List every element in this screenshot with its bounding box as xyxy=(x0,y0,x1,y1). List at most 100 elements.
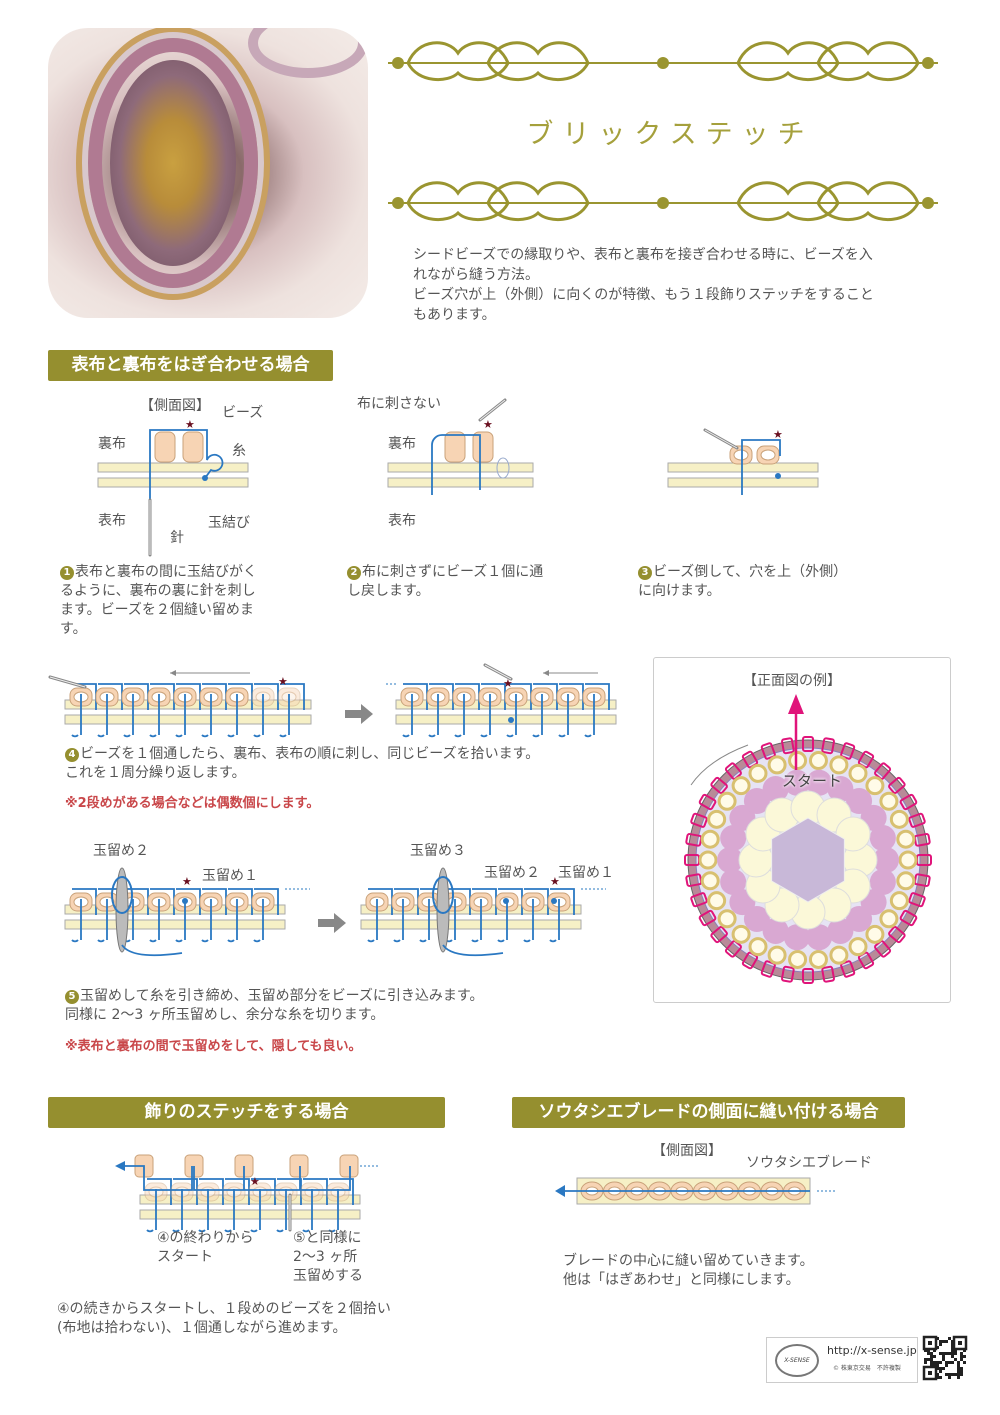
edge-bead xyxy=(710,776,728,794)
qr-module xyxy=(930,1361,933,1364)
ornament-scroll xyxy=(486,181,590,222)
pink-bead xyxy=(720,825,747,852)
knot xyxy=(508,717,514,723)
qr-module xyxy=(936,1361,939,1364)
seed-bead xyxy=(896,871,916,891)
qr-module xyxy=(957,1370,960,1373)
label-line: 玉留めする xyxy=(293,1268,363,1284)
step-number: 3 xyxy=(638,566,652,580)
seed-bead xyxy=(707,891,727,911)
thread xyxy=(250,1178,276,1233)
ornament-flower xyxy=(922,57,934,69)
qr-module xyxy=(924,1349,927,1352)
front-view-diagram xyxy=(684,694,932,984)
diagram-step2: ★ xyxy=(387,398,534,495)
qr-code[interactable] xyxy=(922,1335,968,1381)
edge-bead xyxy=(760,960,776,978)
edge-bead xyxy=(913,833,931,847)
thread xyxy=(125,1165,351,1191)
pink-bead xyxy=(869,825,896,852)
ornament-flower xyxy=(657,57,669,69)
seed-bead xyxy=(829,755,849,775)
qr-finder-center xyxy=(928,1341,932,1345)
edge-bead xyxy=(874,940,892,958)
diagram-step3: ★ xyxy=(667,428,819,495)
section-header-soutache: ソウタシエブレードの側面に縫い付ける場合 xyxy=(512,1097,905,1128)
qr-module xyxy=(936,1364,939,1367)
thread xyxy=(442,944,504,957)
arrow-head xyxy=(555,1185,565,1197)
needle xyxy=(436,867,450,953)
seed-bead xyxy=(848,763,868,783)
thread xyxy=(146,1178,172,1233)
thread xyxy=(121,944,183,957)
edge-bead xyxy=(724,940,742,958)
qr-module xyxy=(963,1349,966,1352)
qr-module xyxy=(927,1352,930,1355)
edge-bead xyxy=(840,742,856,760)
seed-bead xyxy=(808,949,828,969)
arrow-right-icon xyxy=(345,704,373,724)
front-view-box xyxy=(653,657,951,1003)
seed-bead xyxy=(865,776,885,796)
qr-module xyxy=(960,1367,963,1370)
footer-copyright: © 株東京交易 不許複製 xyxy=(833,1365,901,1372)
step-text: し戻します。 xyxy=(347,583,430,599)
ornament-scroll xyxy=(486,41,590,82)
qr-module xyxy=(951,1352,954,1355)
edge-bead xyxy=(899,909,918,927)
arrow-right-icon xyxy=(318,913,346,933)
seed-bead xyxy=(889,891,909,911)
step-number: 1 xyxy=(60,566,74,580)
footer-url[interactable]: http://x-sense.jp xyxy=(827,1344,917,1357)
qr-module xyxy=(954,1349,957,1352)
step-text: ビーズ倒して、穴を上（外側） xyxy=(653,564,848,580)
thread-loop xyxy=(432,876,454,914)
qr-module xyxy=(951,1343,954,1346)
step-text: 表布と裏布の間に玉結びがく xyxy=(75,564,257,580)
qr-module xyxy=(942,1358,945,1361)
thread xyxy=(253,683,279,738)
qr-finder-center xyxy=(958,1341,962,1345)
star-mark: ★ xyxy=(278,675,288,688)
seed-bead xyxy=(707,809,727,829)
qr-module xyxy=(939,1376,942,1379)
qr-module xyxy=(936,1346,939,1349)
pink-bead xyxy=(762,917,789,944)
intro-line: れながら縫う方法。 xyxy=(413,267,539,283)
qr-module xyxy=(936,1376,939,1379)
edge-bead xyxy=(899,793,918,811)
thread xyxy=(549,888,575,943)
qr-module xyxy=(936,1373,939,1376)
edge-bead xyxy=(908,892,926,908)
qr-module xyxy=(960,1358,963,1361)
label-side-view: 【側面図】 xyxy=(652,1143,722,1159)
edge-bead xyxy=(698,793,717,811)
thread-loop xyxy=(111,876,133,914)
ornament-scroll xyxy=(816,41,920,82)
qr-module xyxy=(948,1361,951,1364)
edge-bead xyxy=(888,926,906,944)
step-number: 2 xyxy=(347,566,361,580)
fabric-omote xyxy=(360,919,582,930)
thread xyxy=(149,429,224,520)
fabric-omote xyxy=(395,714,617,725)
fabric-omote xyxy=(667,477,819,488)
seed-bead xyxy=(717,791,737,811)
seed-bead xyxy=(879,909,899,929)
qr-module xyxy=(963,1361,966,1364)
label-line: スタート xyxy=(157,1249,213,1265)
qr-module xyxy=(957,1364,960,1367)
edge-bead xyxy=(821,965,835,983)
qr-module xyxy=(936,1367,939,1370)
step-text: 玉留めして糸を引き締め、玉留め部分をビーズに引き込みます。 xyxy=(80,988,484,1004)
pink-bead xyxy=(717,847,743,873)
intro-line: シードビーズでの縁取りや、表布と裏布を接ぎ合わせる時に、ビーズを入 xyxy=(413,247,873,263)
intro-line: もあります。 xyxy=(413,307,496,323)
bead xyxy=(444,431,466,463)
